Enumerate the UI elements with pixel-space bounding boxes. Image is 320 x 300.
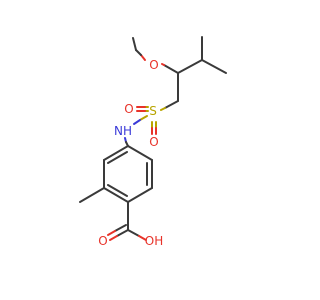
atom-hydroxyl: OH bbox=[145, 234, 163, 248]
bond-c-to-oh-b bbox=[138, 235, 147, 241]
bond-ch-to-o bbox=[163, 64, 179, 74]
structure-canvas: O S O O NH O OH bbox=[79, 36, 227, 248]
atom-sulfonyl-o-left: O bbox=[124, 102, 133, 116]
bond-ch-to-o-red bbox=[161, 63, 165, 66]
ring-bond-4-inner bbox=[107, 184, 128, 197]
bond-c-to-oh-a bbox=[127, 229, 140, 237]
bond-ring-methyl bbox=[79, 187, 105, 203]
bond-ch2-to-s-yellow bbox=[160, 107, 166, 111]
bond-s-to-n-yellow bbox=[139, 115, 148, 121]
atom-amine: NH bbox=[114, 124, 132, 138]
ring-bond-3 bbox=[127, 187, 153, 203]
atom-sulfur: S bbox=[149, 104, 157, 118]
bond-c-to-o-double-a bbox=[116, 229, 129, 237]
bond-methyl-up bbox=[132, 37, 137, 51]
bond-isopropyl-to-ch bbox=[177, 59, 203, 74]
bond-c-to-o-double-c bbox=[114, 224, 127, 232]
bond-ch2-to-s bbox=[164, 100, 179, 109]
bond-c-to-o-double-b bbox=[109, 235, 118, 241]
bond-o-to-methyl-red bbox=[140, 54, 146, 61]
ring-bond-4 bbox=[103, 187, 129, 203]
atom-sulfonyl-o-bottom: O bbox=[149, 135, 158, 149]
ring-bond-1 bbox=[127, 145, 153, 161]
atom-carbonyl-o: O bbox=[98, 234, 107, 248]
bond-c-to-o-double-d bbox=[107, 230, 116, 236]
ring-bond-6-inner bbox=[107, 151, 128, 164]
bond-isopropyl-right bbox=[201, 59, 227, 74]
ring-bond-6 bbox=[103, 145, 129, 161]
bond-s-to-n-blue bbox=[133, 119, 141, 125]
atom-methoxy-o: O bbox=[149, 58, 158, 72]
bond-o-to-methyl bbox=[135, 49, 142, 56]
molecule-structure: O S O O NH O OH bbox=[79, 36, 227, 248]
